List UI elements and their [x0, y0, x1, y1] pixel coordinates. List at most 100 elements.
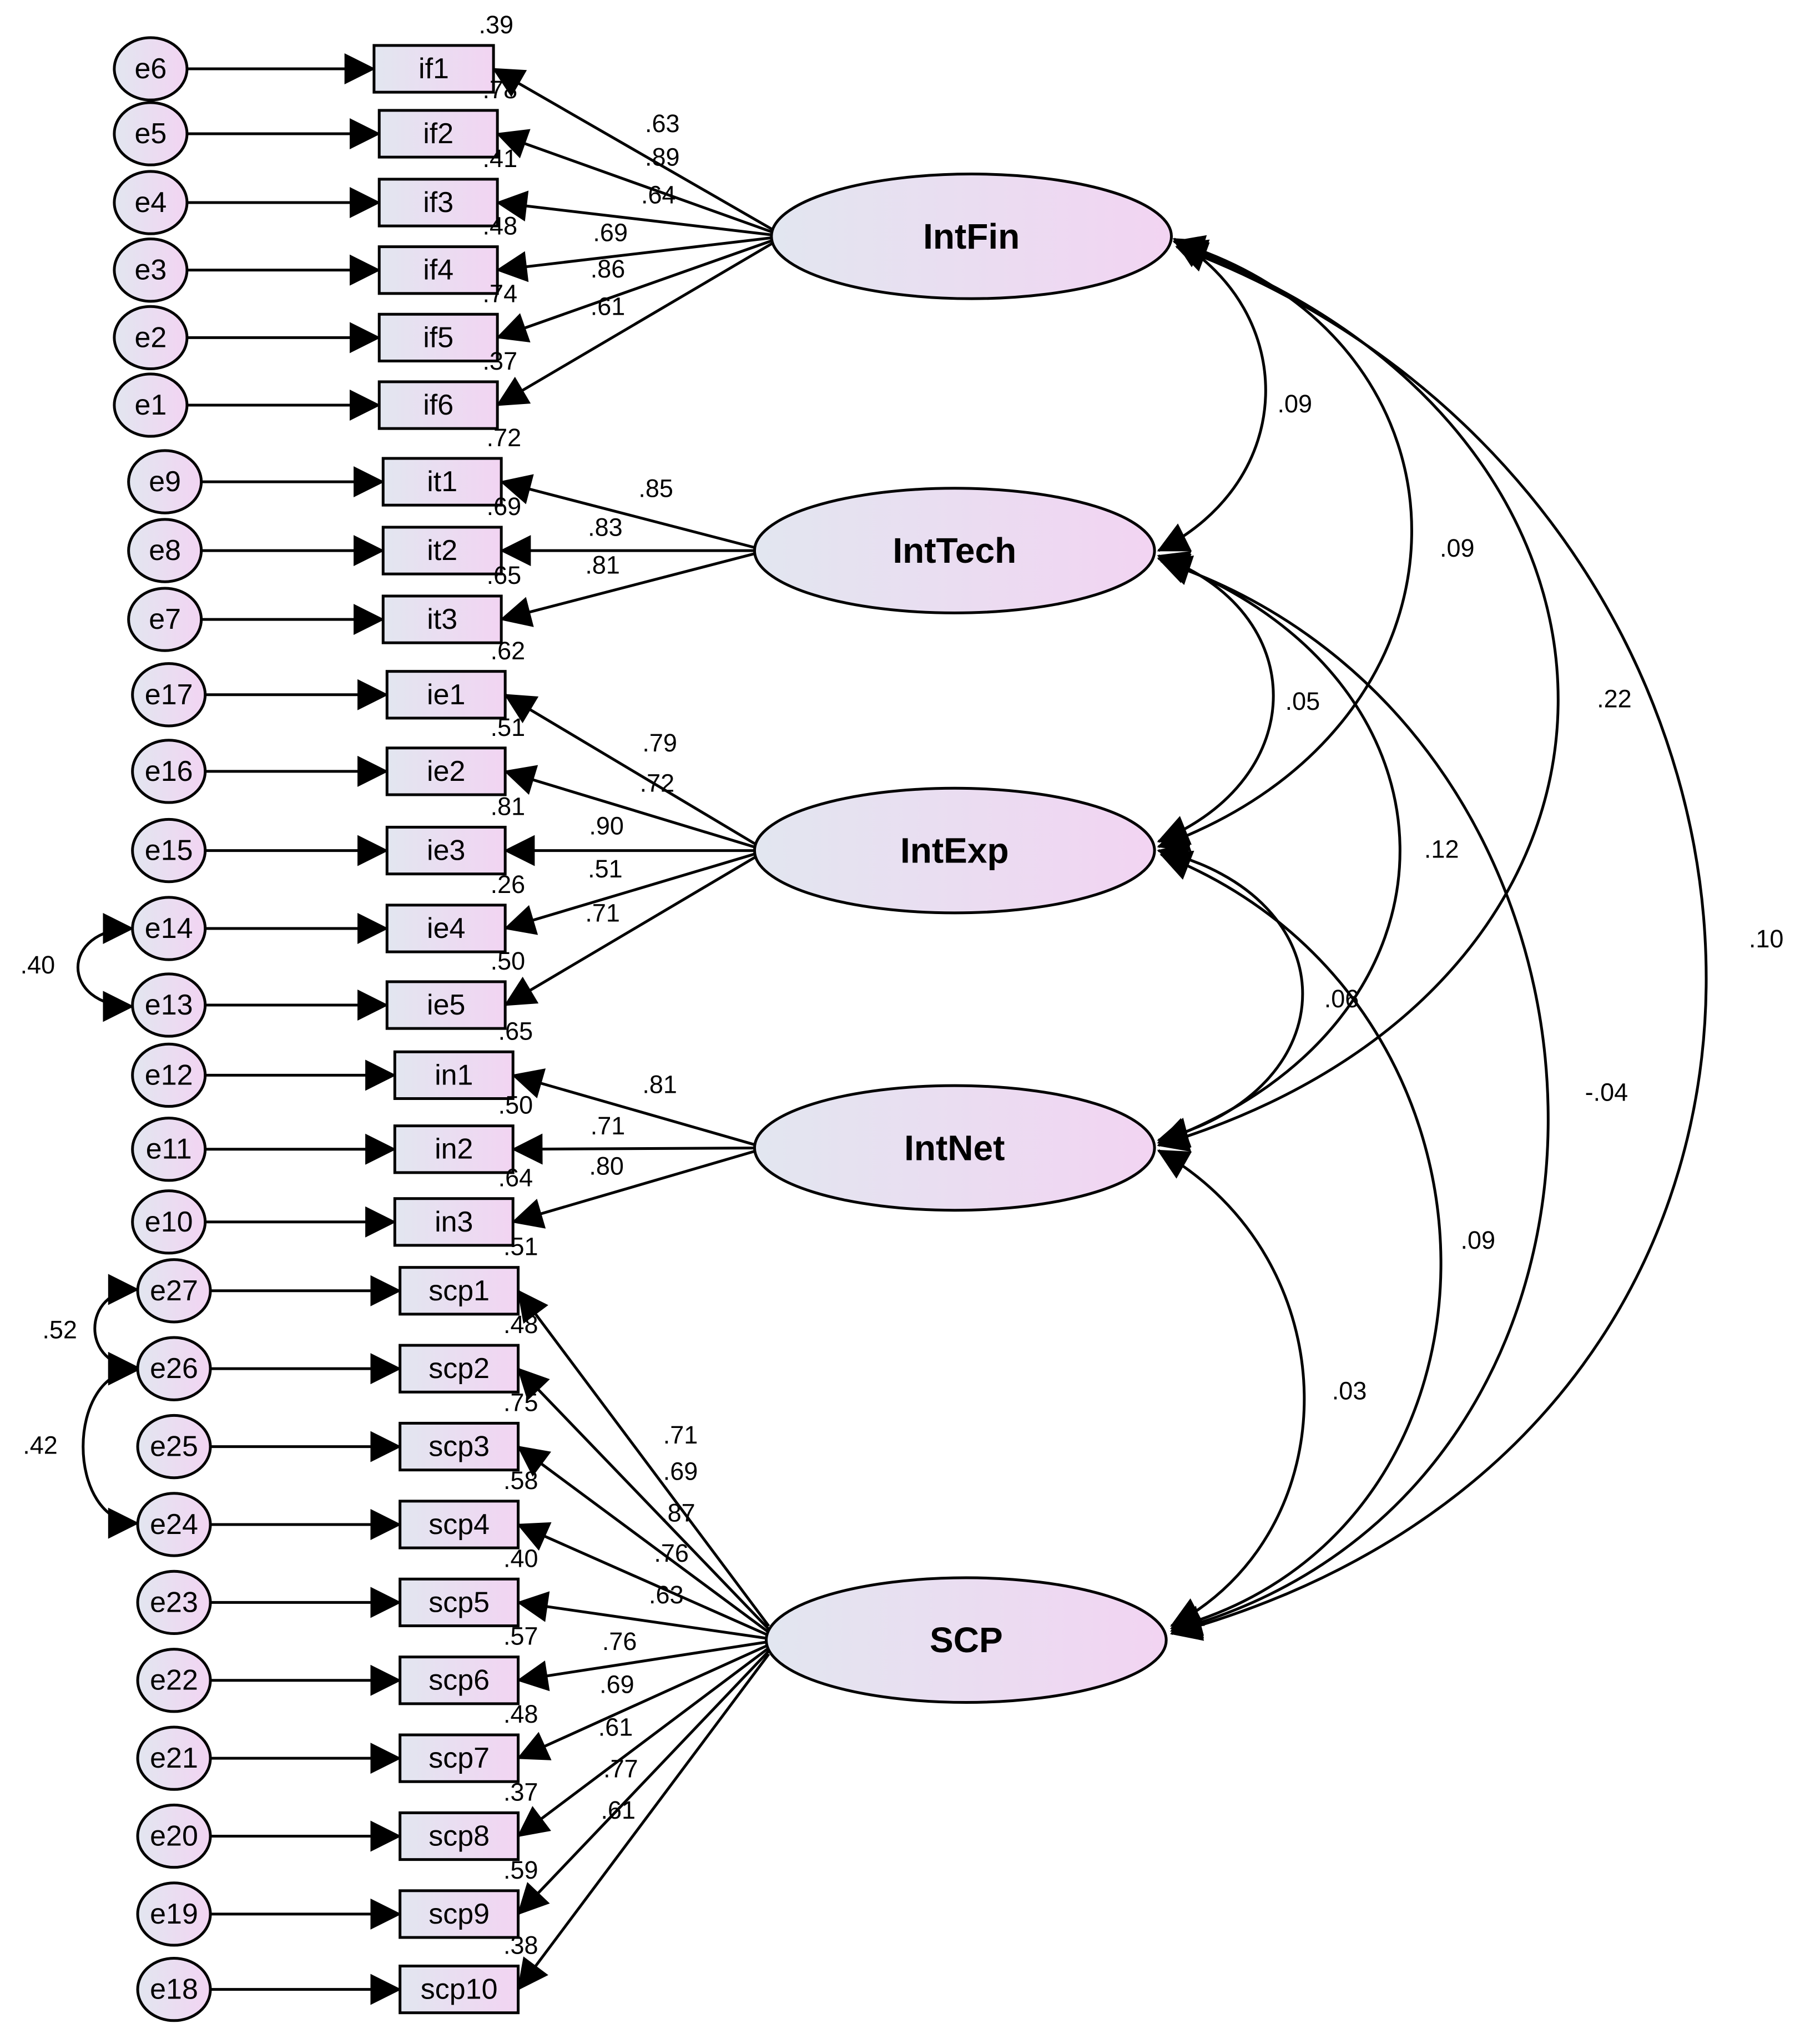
error-label-e9: e9 [149, 466, 181, 498]
indicator-label-ie3: ie3 [427, 835, 465, 867]
loading-path-in1 [511, 1068, 757, 1147]
error-label-e5: e5 [134, 118, 167, 150]
loading-path-it1 [500, 474, 757, 549]
covariance-label-intfin-inttech: .09 [1278, 390, 1313, 418]
indicator-box-it3 [381, 594, 503, 644]
indicator-box-if2 [377, 109, 499, 159]
indicator-label-scp6: scp6 [428, 1664, 490, 1697]
indicator-label-ie5: ie5 [427, 989, 465, 1021]
error-label-e20: e20 [150, 1820, 198, 1853]
error-label-e6: e6 [134, 53, 167, 85]
indicator-label-in3: in3 [435, 1206, 473, 1238]
loading-path-ie5 [503, 855, 757, 1007]
error-node-e13 [131, 972, 207, 1038]
error-label-e11: e11 [146, 1133, 192, 1165]
error-label-e3: e3 [134, 254, 167, 286]
error-label-e12: e12 [145, 1059, 193, 1091]
indicator-label-in2: in2 [435, 1133, 473, 1165]
error-node-e17 [131, 662, 207, 728]
indicator-label-scp1: scp1 [428, 1275, 490, 1307]
error-node-e16 [131, 739, 207, 804]
r2-label-it1: .72 [487, 423, 522, 452]
r2-label-if1: .39 [479, 11, 514, 39]
r2-label-scp4: .58 [503, 1466, 538, 1495]
indicator-box-scp8 [399, 1811, 520, 1861]
loading-label-ie3: .90 [589, 812, 624, 840]
loading-path-if1 [492, 67, 774, 231]
indicator-label-it1: it1 [427, 466, 457, 498]
error-covariance-label-e26-e24: .42 [23, 1431, 58, 1460]
coefficient-labels-layer: .09.09.22.10.05.12-.04.06.09.03.40.52.42… [21, 11, 1784, 1960]
covariance-arc-inttech-intexp [1157, 551, 1275, 845]
indicator-label-it2: it2 [427, 534, 457, 567]
covariance-arc-inttech-intnet [1157, 554, 1401, 1148]
loading-label-scp7: .69 [599, 1670, 634, 1698]
loading-label-it2: .83 [588, 513, 623, 541]
error-label-e21: e21 [150, 1742, 198, 1774]
indicator-box-scp4 [399, 1500, 520, 1550]
error-node-e24 [136, 1492, 212, 1557]
r2-label-scp8: .37 [503, 1778, 538, 1806]
indicator-box-if1 [372, 44, 495, 94]
loading-path-it3 [500, 552, 757, 627]
r2-label-scp7: .48 [503, 1700, 538, 1728]
indicator-box-it1 [381, 457, 503, 507]
indicator-box-scp7 [399, 1733, 520, 1783]
covariance-arc-inttech-scp [1159, 556, 1550, 1639]
error-node-e1 [113, 372, 189, 438]
indicator-box-if4 [377, 245, 499, 295]
loading-label-scp3: .87 [660, 1498, 695, 1527]
indicator-box-in3 [393, 1197, 515, 1247]
indicator-label-scp2: scp2 [428, 1352, 490, 1385]
covariance-arc-intfin-scp [1169, 242, 1708, 1641]
loading-path-scp3 [517, 1445, 770, 1634]
error-label-e26: e26 [150, 1352, 198, 1385]
loading-path-scp4 [517, 1522, 770, 1637]
covariance-label-inttech-intnet: .12 [1424, 835, 1459, 864]
indicator-box-ie4 [385, 904, 507, 953]
loading-label-scp8: .61 [598, 1713, 633, 1741]
indicator-label-scp5: scp5 [428, 1586, 490, 1618]
error-label-e18: e18 [150, 1974, 198, 2006]
indicator-label-if3: if3 [423, 186, 453, 219]
error-node-e10 [131, 1189, 207, 1255]
indicator-label-scp10: scp10 [421, 1974, 498, 2006]
loading-label-scp9: .77 [603, 1754, 638, 1783]
error-label-e10: e10 [145, 1206, 193, 1238]
loading-label-scp10: .61 [601, 1796, 636, 1824]
error-covariance-e14-e13 [77, 913, 134, 1022]
loading-label-scp4: .76 [654, 1539, 689, 1567]
covariance-arc-intfin-intexp [1157, 235, 1413, 852]
latent-node-intfin [770, 173, 1173, 300]
error-node-e18 [136, 1956, 212, 2022]
loading-path-scp8 [517, 1647, 770, 1838]
r2-label-it2: .69 [487, 492, 522, 521]
indicator-box-in2 [393, 1124, 515, 1174]
r2-label-scp9: .59 [503, 1856, 538, 1884]
error-label-e8: e8 [149, 534, 181, 567]
error-node-e27 [136, 1258, 212, 1324]
error-covariance-e27-e26 [93, 1274, 139, 1383]
loading-label-if5: .86 [591, 255, 626, 283]
loading-label-ie4: .51 [588, 855, 623, 883]
error-node-e8 [127, 518, 203, 583]
error-label-e2: e2 [134, 321, 167, 354]
error-node-e7 [127, 587, 203, 652]
loading-path-scp6 [516, 1640, 769, 1692]
r2-label-if5: .74 [483, 279, 518, 307]
r2-label-scp3: .75 [503, 1389, 538, 1417]
error-covariance-label-e14-e13: .40 [21, 951, 56, 979]
error-label-e17: e17 [145, 679, 193, 711]
indicator-label-scp8: scp8 [428, 1820, 490, 1853]
latent-node-intnet [753, 1084, 1156, 1212]
loading-label-ie1: .79 [642, 729, 677, 757]
indicator-box-ie5 [385, 980, 507, 1030]
covariance-label-intfin-scp: .10 [1749, 925, 1784, 953]
r2-label-if2: .78 [483, 75, 518, 104]
r2-label-it3: .65 [487, 561, 522, 589]
indicator-box-in1 [393, 1050, 515, 1100]
error-label-e25: e25 [150, 1431, 198, 1463]
indicator-label-it3: it3 [427, 603, 457, 635]
error-label-e15: e15 [145, 835, 193, 867]
loading-path-in3 [511, 1149, 757, 1229]
